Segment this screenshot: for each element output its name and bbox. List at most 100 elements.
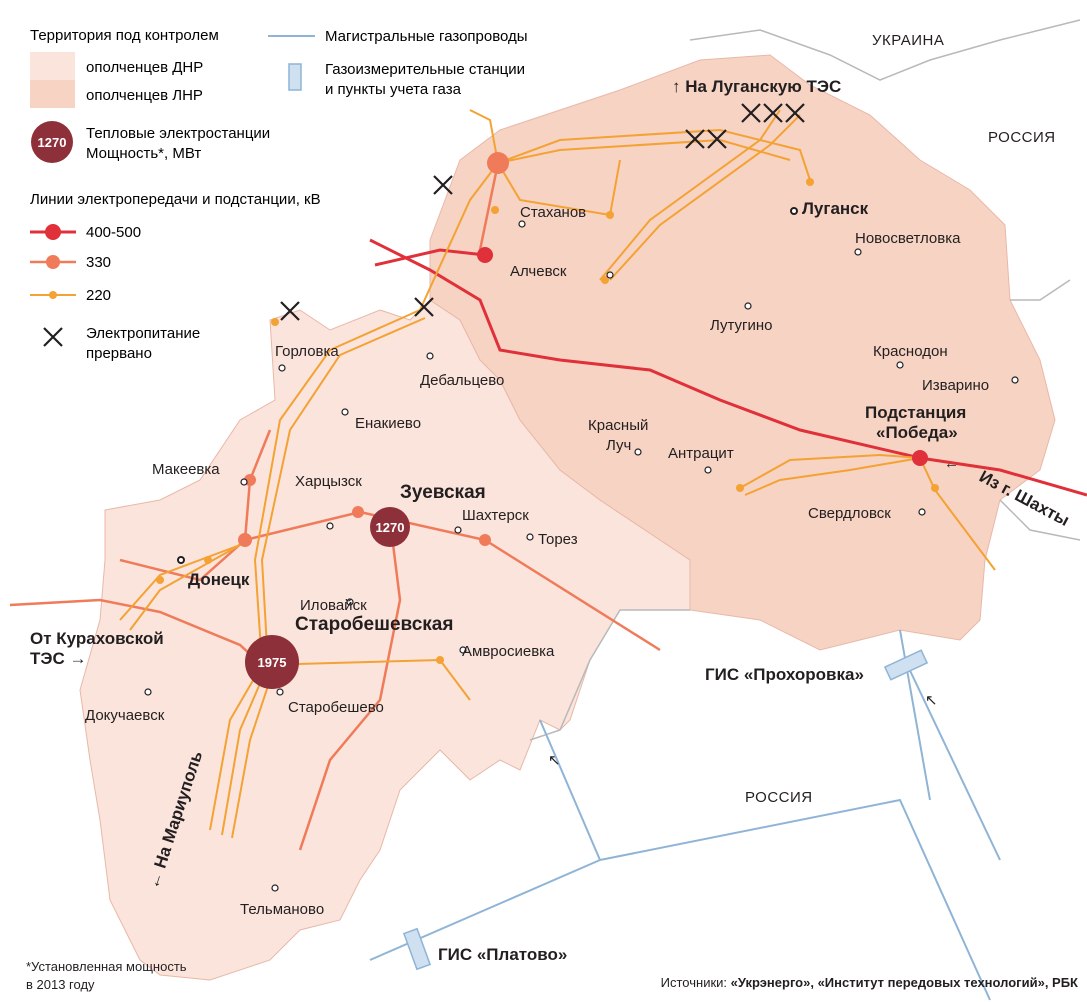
city-alchevsk: Алчевск bbox=[510, 263, 567, 280]
sources-bold: «Укрэнерго», «Институт передовых техноло… bbox=[731, 975, 1045, 990]
plant-starobeshevskaya-marker bbox=[245, 635, 299, 689]
kv500-lines bbox=[369, 238, 1087, 497]
dnr-territory bbox=[79, 299, 691, 981]
annotation-arrow-platovo: ↖ bbox=[548, 752, 561, 769]
city-debaltsevo: Дебальцево bbox=[420, 372, 504, 389]
annotation-gis-prokhorovka: ГИС «Прохоровка» bbox=[705, 665, 864, 684]
city-antratsit: Антрацит bbox=[668, 445, 734, 462]
substation-220kv-2 bbox=[204, 556, 212, 564]
substation-220kv-5 bbox=[931, 484, 939, 492]
substation-220kv-9 bbox=[491, 206, 499, 214]
substation-330kv-zuevskaya bbox=[352, 506, 364, 518]
plant-zuevskaya-marker bbox=[370, 507, 410, 547]
sources-prefix: Источники: bbox=[661, 975, 731, 990]
legend-cut-icon bbox=[43, 327, 63, 347]
city-khartsyzsk: Харцызск bbox=[295, 473, 362, 490]
country-russia-ne: РОССИЯ bbox=[988, 129, 1056, 146]
sources: Источники: «Укрэнерго», «Институт передо… bbox=[661, 975, 1078, 990]
substation-500kv-pobeda bbox=[912, 450, 928, 466]
legend-kv500-label: 400-500 bbox=[86, 224, 141, 241]
legend-cut-label-2: прервано bbox=[86, 345, 152, 362]
city-ilovaisk: Иловайск bbox=[300, 597, 367, 614]
sources-suffix: , РБК bbox=[1045, 975, 1078, 990]
legend-gas-station-icon bbox=[288, 63, 302, 91]
city-amvrosievka: Амвросиевка bbox=[462, 643, 555, 660]
city-torez: Торез bbox=[538, 531, 578, 548]
substations bbox=[156, 152, 939, 664]
legend-dnr-label: ополченцев ДНР bbox=[86, 59, 203, 76]
annotation-from-kurakhovo-2: ТЭС → bbox=[30, 649, 86, 668]
substation-330kv-north bbox=[487, 152, 509, 174]
city-krasny-luch-2: Луч bbox=[606, 437, 631, 454]
gas-station-platovo bbox=[402, 927, 432, 971]
city-krasnodon: Краснодон bbox=[873, 343, 948, 360]
city-shakhtersk: Шахтерск bbox=[462, 507, 529, 524]
footnote-line-1: *Установленная мощность bbox=[26, 959, 187, 974]
legend-plant-label-2: Мощность*, МВт bbox=[86, 145, 201, 162]
substation-220kv-4 bbox=[736, 484, 744, 492]
substation-220kv-1 bbox=[156, 576, 164, 584]
legend-kv330-label: 330 bbox=[86, 254, 111, 271]
annotation-arrow-prokhorovka: ↖ bbox=[925, 692, 938, 709]
city-enakievo: Енакиево bbox=[355, 415, 421, 432]
country-russia-s: РОССИЯ bbox=[745, 789, 813, 806]
lnr-territory bbox=[429, 54, 1056, 651]
city-novosvetlovka: Новосветловка bbox=[855, 230, 961, 247]
legend-plant-sample: 1270 bbox=[38, 135, 67, 150]
legend-kv500-dot bbox=[45, 224, 61, 240]
city-makeevka: Макеевка bbox=[152, 461, 220, 478]
footnote-line-2: в 2013 году bbox=[26, 977, 95, 992]
plant-zuevskaya-mw: 1270 bbox=[376, 520, 405, 535]
legend-gas-station-1: Газоизмерительные станции bbox=[325, 61, 525, 78]
city-sverdlovsk: Свердловск bbox=[808, 505, 891, 522]
substation-220kv-3 bbox=[436, 656, 444, 664]
russia-border bbox=[529, 19, 1081, 741]
city-dokuchaevsk: Докучаевск bbox=[85, 707, 165, 724]
city-gorlovka: Горловка bbox=[275, 343, 339, 360]
substation-330kv-shakhtersk bbox=[479, 534, 491, 546]
legend-plant-marker bbox=[31, 121, 73, 163]
city-starobeshevo: Старобешево bbox=[288, 699, 384, 716]
legend-kv330-dot bbox=[46, 255, 60, 269]
annotation-substation-1: Подстанция bbox=[865, 403, 966, 422]
annotation-substation-2: «Победа» bbox=[876, 423, 958, 442]
substation-500kv-north bbox=[477, 247, 493, 263]
legend-kv220-dot bbox=[49, 291, 57, 299]
cut-markers bbox=[280, 103, 805, 321]
plant-starobeshevskaya-mw: 1975 bbox=[258, 655, 287, 670]
plant-zuevskaya-name: Зуевская bbox=[400, 482, 486, 503]
annotation-to-lugansk-tes: ↑ На Луганскую ТЭС bbox=[672, 77, 841, 96]
annotation-arrow-shakhty: ← bbox=[944, 455, 959, 472]
legend-lines-title: Линии электропередачи и подстанции, кВ bbox=[30, 191, 321, 208]
city-dots bbox=[144, 207, 1019, 892]
legend-cut-label-1: Электропитание bbox=[86, 325, 200, 342]
gas-station-prokhorovka bbox=[883, 649, 929, 681]
legend-lnr-label: ополченцев ЛНР bbox=[86, 87, 203, 104]
annotation-from-kurakhovo-1: От Кураховской bbox=[30, 629, 164, 648]
substation-220kv-8 bbox=[601, 276, 609, 284]
plant-starobeshevskaya-name: Старобешевская bbox=[295, 614, 453, 635]
substation-220kv-7 bbox=[806, 178, 814, 186]
city-krasny-luch-1: Красный bbox=[588, 417, 648, 434]
legend-kv220-label: 220 bbox=[86, 287, 111, 304]
legend: Территория под контролем ополченцев ДНР … bbox=[30, 27, 528, 362]
city-telmanovo: Тельманово bbox=[240, 901, 324, 918]
legend-territory-title: Территория под контролем bbox=[30, 27, 219, 44]
substation-220kv-6 bbox=[606, 211, 614, 219]
annotation-gis-platovo: ГИС «Платово» bbox=[438, 945, 567, 964]
city-stakhanov: Стаханов bbox=[520, 204, 586, 221]
city-lugansk: Луганск bbox=[802, 199, 869, 218]
legend-dnr-swatch bbox=[30, 52, 75, 80]
legend-plant-label-1: Тепловые электростанции bbox=[86, 125, 270, 142]
kv220-lines bbox=[119, 109, 996, 839]
city-lutugino: Лутугино bbox=[710, 317, 773, 334]
city-izvarino: Изварино bbox=[922, 377, 989, 394]
legend-gas-station-2: и пункты учета газа bbox=[325, 81, 462, 98]
legend-lnr-swatch bbox=[30, 80, 75, 108]
substation-330kv-donetsk bbox=[238, 533, 252, 547]
substation-220kv-10 bbox=[271, 318, 279, 326]
legend-gas-pipelines: Магистральные газопроводы bbox=[325, 28, 528, 45]
country-ukraine: УКРАИНА bbox=[872, 32, 944, 49]
